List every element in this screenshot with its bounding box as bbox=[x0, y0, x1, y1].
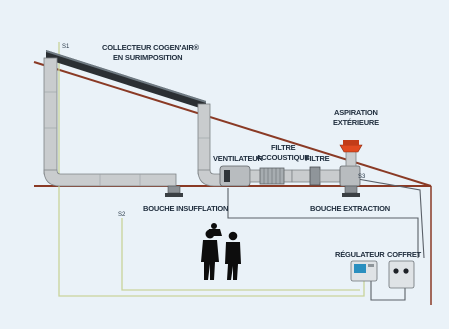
sensor-s2-label: S2 bbox=[118, 212, 126, 218]
filter bbox=[291, 166, 341, 186]
junction-valve bbox=[339, 149, 361, 197]
control-wire-valve bbox=[351, 177, 425, 259]
sensor-wire-s2 bbox=[121, 218, 360, 291]
aspiration-nozzle bbox=[339, 140, 363, 153]
acoustic-filter bbox=[249, 167, 293, 185]
label-coffret: COFFRET bbox=[387, 250, 422, 259]
control-wire-fan bbox=[227, 188, 419, 258]
sensor-s1-label: S1 bbox=[62, 44, 70, 50]
label-filtre-acoustique-line1: FILTRE bbox=[271, 143, 296, 152]
label-collector-line2: EN SURIMPOSITION bbox=[113, 53, 182, 62]
sensor-wire-s1 bbox=[58, 42, 365, 297]
label-collector-line1: COLLECTEUR COGEN'AIR® bbox=[102, 43, 200, 52]
label-filtre: FILTRE bbox=[305, 154, 330, 163]
label-bouche-extraction: BOUCHE EXTRACTION bbox=[310, 204, 390, 213]
family-silhouette bbox=[201, 223, 241, 280]
ventilator bbox=[219, 165, 251, 187]
coffret-box bbox=[388, 260, 415, 289]
label-bouche-insufflation: BOUCHE INSUFFLATION bbox=[143, 204, 228, 213]
collector-return-duct bbox=[197, 103, 223, 187]
label-aspiration-line2: EXTÉRIEURE bbox=[333, 118, 379, 127]
supply-duct bbox=[43, 57, 177, 187]
regulator-device bbox=[350, 260, 378, 282]
label-aspiration-line1: ASPIRATION bbox=[334, 108, 378, 117]
solar-collector bbox=[46, 50, 206, 110]
insufflation-vent bbox=[165, 185, 183, 197]
label-regulateur: RÉGULATEUR bbox=[335, 250, 385, 259]
label-ventilateur: VENTILATEUR bbox=[213, 154, 264, 163]
control-wire-regulator bbox=[370, 280, 406, 301]
label-filtre-acoustique-line2: ACCOUSTIQUE bbox=[256, 153, 309, 162]
roof-line bbox=[33, 61, 432, 187]
sensor-s3-label: S3 bbox=[358, 174, 366, 180]
